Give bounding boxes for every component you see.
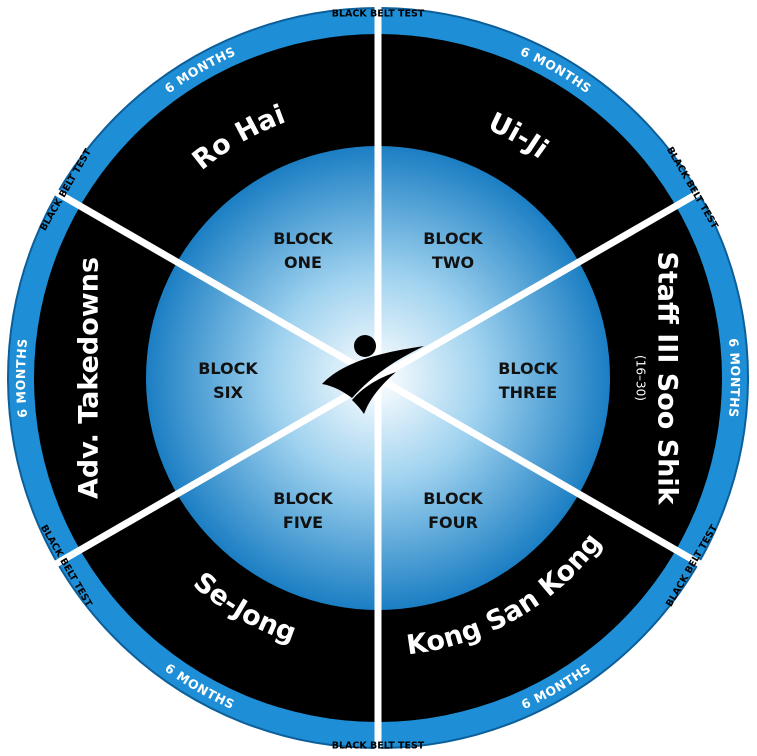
sector-adv-takedowns-name: Adv. Takedowns	[74, 257, 105, 499]
sector-adv-takedowns-months-label: 6 MONTHS	[13, 338, 30, 419]
divider-line	[376, 187, 704, 382]
sector-staff-iii-soo-shik-months-label-text: 6 MONTHS	[726, 338, 743, 419]
sector-adv-takedowns-block-word: BLOCK	[198, 359, 258, 378]
sector-adv-takedowns-block-number: SIX	[213, 383, 243, 402]
sector-staff-iii-soo-shik-subtitle: (16–30)	[634, 355, 648, 401]
sector-staff-iii-soo-shik-months-label: 6 MONTHS	[726, 338, 743, 419]
divider-line	[52, 187, 380, 382]
sector-se-jong-block-word: BLOCK	[273, 489, 333, 508]
sector-kong-san-kong-block-word: BLOCK	[423, 489, 483, 508]
sector-staff-iii-soo-shik-block-number: THREE	[499, 383, 557, 402]
sector-kong-san-kong-block-number: FOUR	[428, 513, 478, 532]
sector-ui-ji-block-number: TWO	[432, 253, 474, 272]
dividers	[52, 4, 704, 752]
sector-se-jong-block-number: FIVE	[283, 513, 323, 532]
divider-line	[52, 374, 380, 569]
martial-arts-kick-icon	[322, 335, 424, 414]
divider-line	[376, 374, 704, 569]
black-belt-test-label-4: BLACK BELT TEST	[332, 741, 425, 752]
sector-ro-hai-block-number: ONE	[284, 253, 322, 272]
black-belt-test-label-1: BLACK BELT TEST	[332, 9, 425, 20]
sector-ro-hai-block-word: BLOCK	[273, 229, 333, 248]
sector-adv-takedowns-months-label-text: 6 MONTHS	[13, 338, 30, 419]
sector-ui-ji-block-word: BLOCK	[423, 229, 483, 248]
sector-staff-iii-soo-shik-name: Staff III Soo Shik	[652, 251, 683, 505]
sector-staff-iii-soo-shik-block-word: BLOCK	[498, 359, 558, 378]
